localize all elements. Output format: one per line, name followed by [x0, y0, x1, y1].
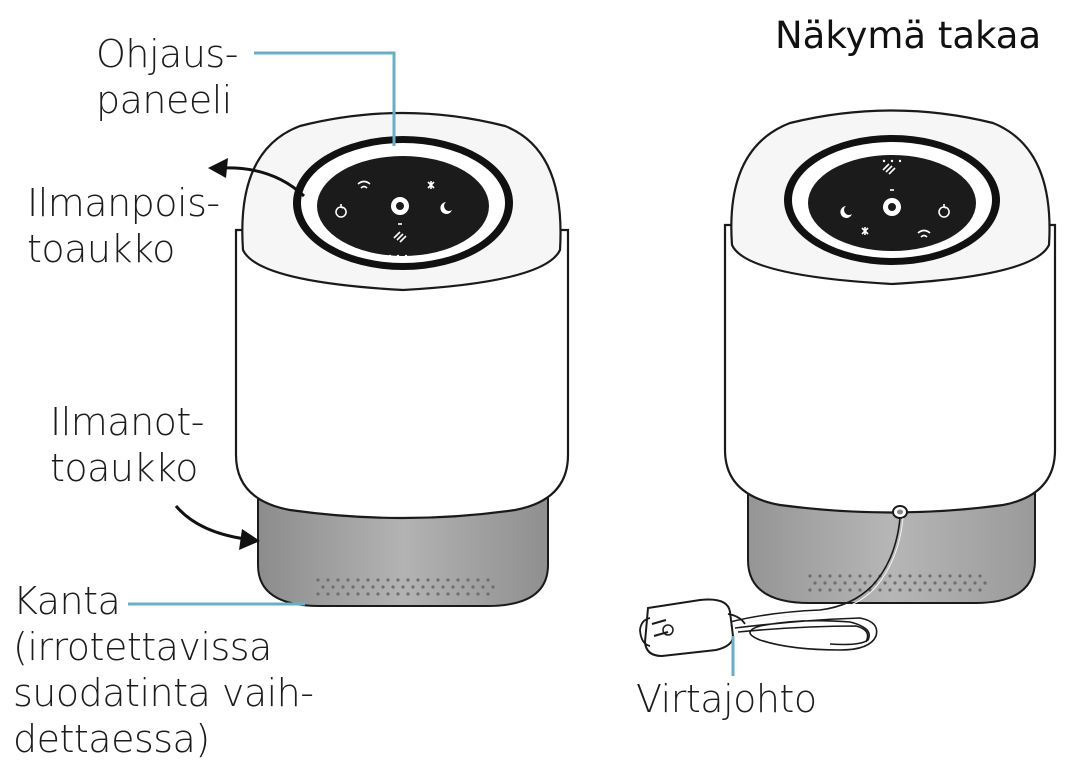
night-icon [440, 202, 452, 214]
air-outlet-arrow [221, 166, 306, 198]
fan-icon [861, 227, 869, 235]
timer-icon [938, 204, 950, 218]
filter-icon [882, 163, 896, 175]
night-icon [840, 206, 852, 218]
control-panel-label-line2: paneeli [96, 78, 232, 122]
front-body [234, 228, 570, 520]
arrows [174, 166, 306, 541]
back-purifier [639, 109, 1057, 658]
power-cord [729, 517, 904, 651]
air-outlet-arrowhead-icon [208, 158, 228, 178]
air-outlet-label-line1: Ilmanpois- [27, 181, 220, 225]
power-cord-label: Virtajohto [636, 677, 817, 721]
air-outlet-label: Ilmanpois- toaukko [27, 180, 220, 272]
wifi-icon [357, 180, 371, 189]
front-panel-icons [335, 180, 452, 258]
air-outlet-label-line2: toaukko [27, 227, 175, 271]
front-purifier [234, 111, 570, 607]
air-inlet-arrowhead-icon [239, 529, 260, 550]
back-view-title: Näkymä takaa [775, 14, 1042, 57]
cord-port [892, 505, 908, 519]
base-label-line4: dettaessa) [13, 717, 210, 761]
base-label-line2: (irrotettavissa [13, 625, 272, 669]
air-inlet-label-line2: toaukko [50, 446, 198, 490]
control-panel-label-line1: Ohjaus- [96, 32, 238, 76]
air-inlet-label: Ilmanot- toaukko [50, 399, 205, 491]
base-label: Kanta (irrotettavissa suodatinta vaih- d… [13, 578, 314, 762]
back-panel-icons [840, 159, 950, 238]
control-panel-callout [254, 51, 396, 146]
air-inlet-label-line1: Ilmanot- [50, 400, 205, 444]
filter-icon [393, 231, 407, 243]
wifi-icon [917, 229, 931, 238]
base-label-line3: suodatinta vaih- [13, 671, 314, 715]
control-panel-label: Ohjaus- paneeli [96, 31, 238, 123]
front-base-grille [316, 578, 495, 596]
air-inlet-arrow [174, 505, 246, 541]
callout-lines [128, 51, 735, 676]
timer-icon [335, 204, 347, 218]
base-label-line1: Kanta [13, 579, 121, 623]
fan-icon [427, 181, 435, 189]
power-adapter [639, 598, 746, 658]
plug-prongs-icon [651, 619, 669, 637]
